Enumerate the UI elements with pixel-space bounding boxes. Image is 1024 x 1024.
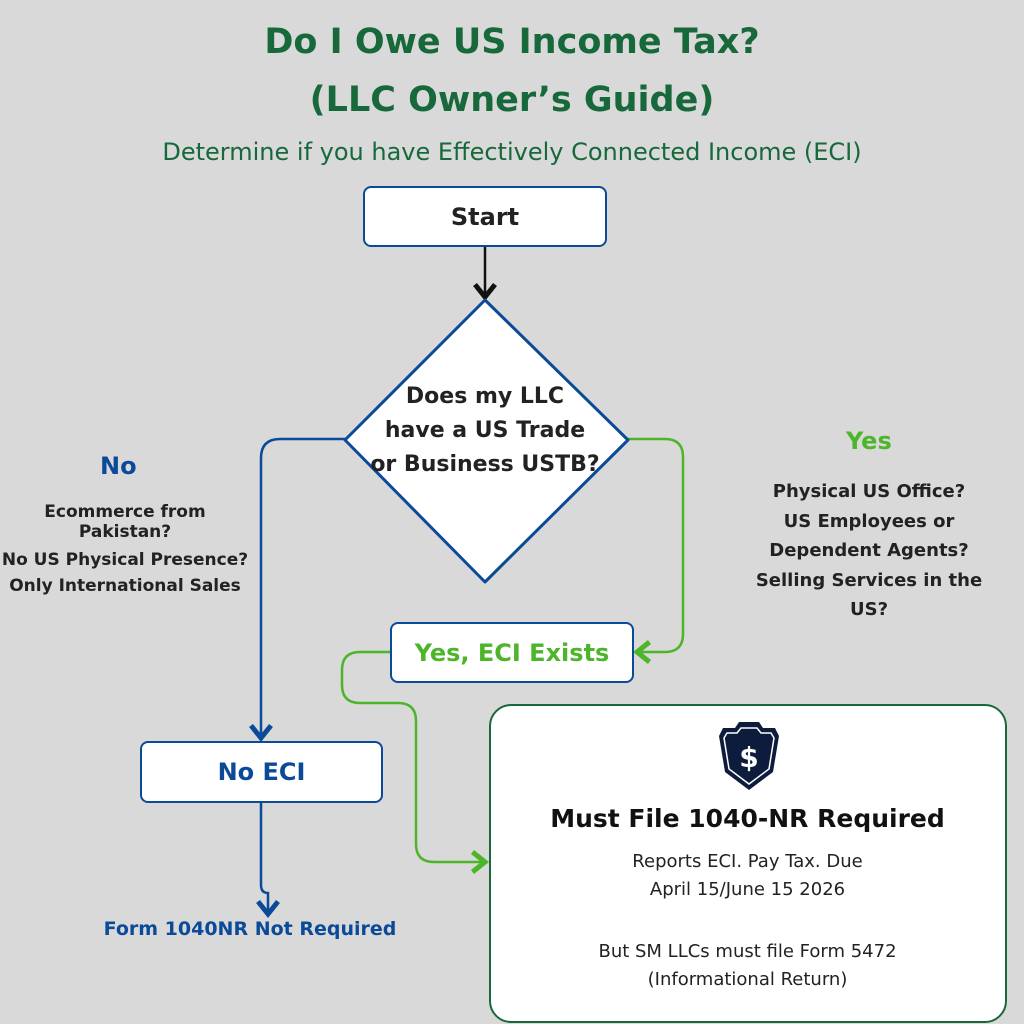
no-example: No US Physical Presence? (1, 550, 249, 570)
yes-examples: Physical US Office? US Employees or Depe… (740, 477, 998, 625)
card-line: Reports ECI. Pay Tax. Due (632, 851, 863, 872)
no-eci-node: No ECI (140, 741, 383, 803)
start-label: Start (450, 202, 520, 231)
no-example: Ecommerce from (44, 502, 206, 522)
question-line: Does my LLC (405, 384, 565, 409)
decision-diamond (343, 298, 630, 584)
yes-example: US Employees or (783, 510, 955, 532)
card-title: Must File 1040-NR Required (550, 804, 945, 833)
arrow-question-to-no (249, 437, 346, 743)
card-line: But SM LLCs must file Form 5472 (598, 941, 897, 962)
arrow-question-to-yes (627, 437, 685, 664)
yes-eci-node: Yes, ECI Exists (390, 622, 634, 683)
no-eci-label: No ECI (217, 758, 306, 786)
no-example: Only International Sales (9, 576, 241, 596)
arrow-yes-to-card (340, 650, 490, 874)
start-node: Start (363, 186, 607, 247)
card-line: April 15/June 15 2026 (649, 879, 846, 900)
no-examples: Ecommerce from Pakistan? No US Physical … (0, 499, 250, 599)
title-line-2: (LLC Owner’s Guide) (309, 80, 715, 120)
no-result-text: Form 1040NR Not Required (103, 918, 397, 940)
yes-label: Yes (846, 427, 892, 455)
question-text: Does my LLC have a US Trade or Business … (365, 380, 605, 482)
yes-example: Dependent Agents? (769, 540, 969, 561)
subtitle: Determine if you have Effectively Connec… (162, 138, 862, 166)
title-line-1: Do I Owe US Income Tax? (264, 22, 760, 62)
card-body: Reports ECI. Pay Tax. Due April 15/June … (491, 848, 1004, 994)
shield-dollar-icon: $ (719, 722, 779, 790)
yes-eci-label: Yes, ECI Exists (414, 638, 610, 667)
no-example: Pakistan? (78, 522, 172, 542)
result-card: $ Must File 1040-NR Required Reports ECI… (489, 704, 1007, 1023)
card-line: (Informational Return) (647, 969, 848, 990)
yes-example: US? (849, 599, 889, 620)
question-line: or Business USTB? (370, 452, 600, 477)
svg-text:$: $ (739, 741, 758, 774)
arrow-no-to-result (256, 803, 280, 919)
no-label: No (100, 452, 137, 480)
yes-example: Selling Services in the (755, 569, 983, 591)
question-line: have a US Trade (384, 418, 586, 443)
yes-example: Physical US Office? (772, 481, 966, 502)
